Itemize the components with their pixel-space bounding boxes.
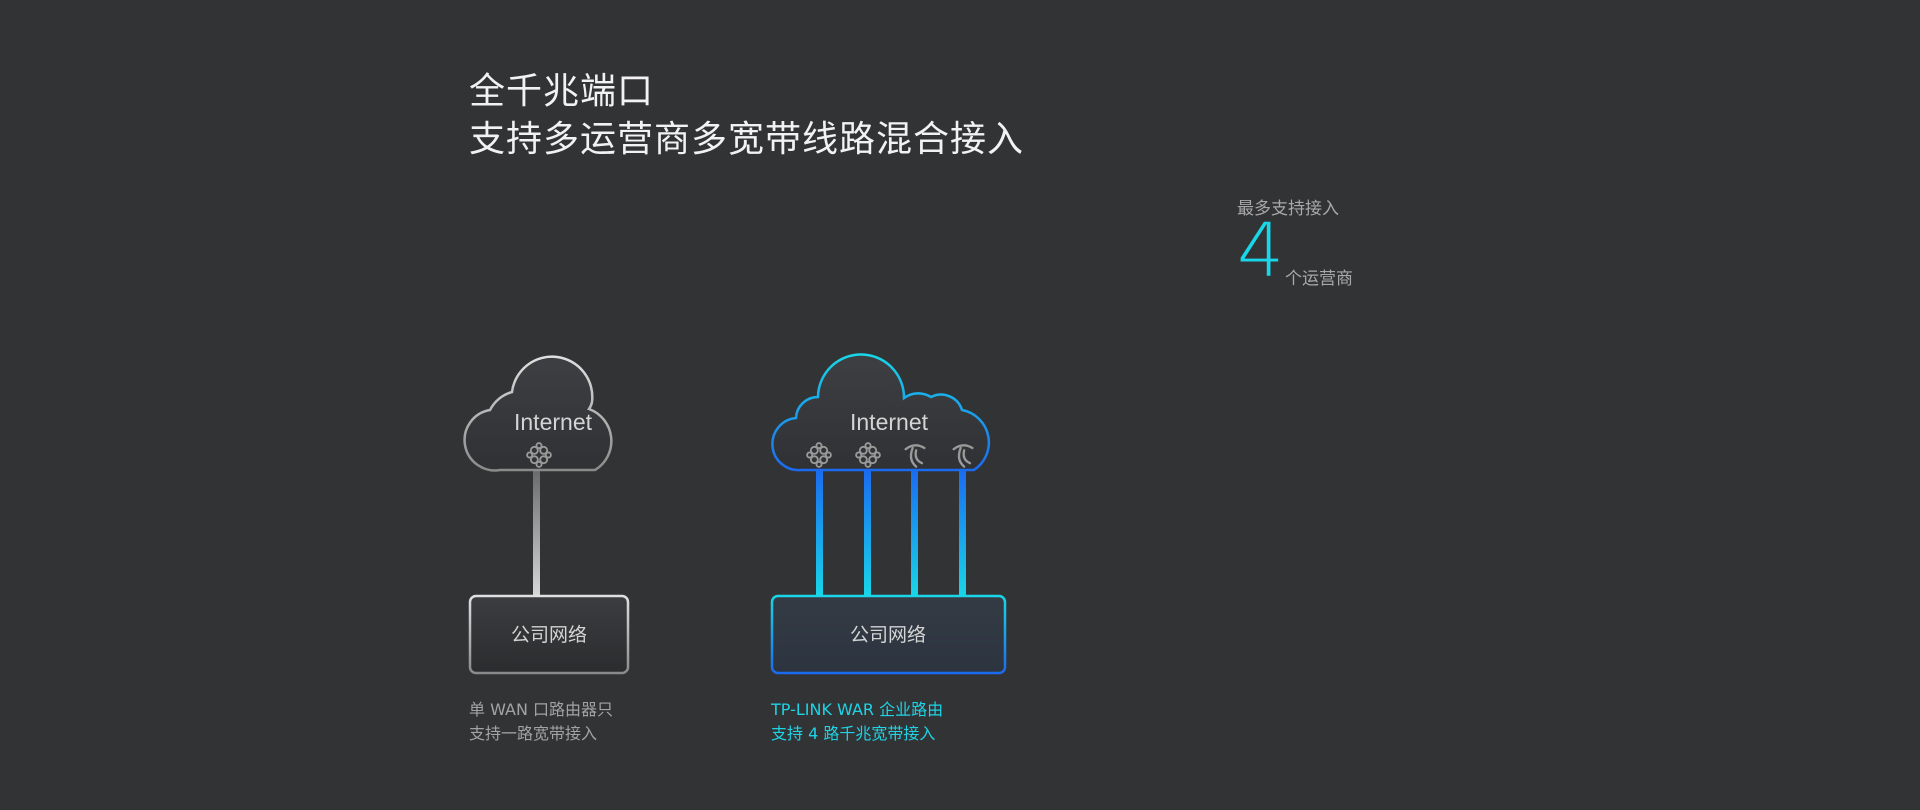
single-box-label: 公司网络	[511, 624, 587, 646]
stat-number: 4	[1237, 208, 1285, 294]
single-wan-caption: 单 WAN 口路由器只 支持一路宽带接入	[469, 698, 613, 746]
page-heading: 全千兆端口 支持多运营商多宽带线路混合接入	[469, 68, 1024, 164]
heading-line-2: 支持多运营商多宽带线路混合接入	[469, 119, 1025, 160]
single-caption-line-2: 支持一路宽带接入	[469, 724, 598, 743]
single-caption-line-1: 单 WAN 口路由器只	[469, 700, 614, 719]
stat-unit: 个运营商	[1285, 269, 1353, 289]
multi-caption-line-1: TP-LINK WAR 企业路由	[771, 700, 944, 719]
single-company-box	[468, 594, 630, 675]
single-cloud-label: Internet	[514, 409, 593, 435]
multi-box-label: 公司网络	[850, 624, 926, 646]
multi-company-box	[770, 594, 1007, 675]
multi-cloud-shape	[771, 353, 991, 472]
heading-line-1: 全千兆端口	[469, 71, 655, 112]
multi-cloud-label: Internet	[850, 409, 929, 435]
multi-wan-line-2	[864, 470, 871, 596]
multi-wan-caption: TP-LINK WAR 企业路由 支持 4 路千兆宽带接入	[771, 698, 943, 746]
multi-wan-line-1	[816, 470, 823, 596]
single-wan-line	[533, 470, 540, 596]
multi-wan-line-4	[959, 470, 966, 596]
stat-label: 最多支持接入	[1237, 199, 1339, 219]
carrier-stat: 最多支持接入 4 个运营商	[1237, 194, 1353, 289]
multi-caption-line-2: 支持 4 路千兆宽带接入	[771, 724, 936, 743]
multi-wan-line-3	[911, 470, 918, 596]
single-cloud-shape	[463, 355, 613, 472]
